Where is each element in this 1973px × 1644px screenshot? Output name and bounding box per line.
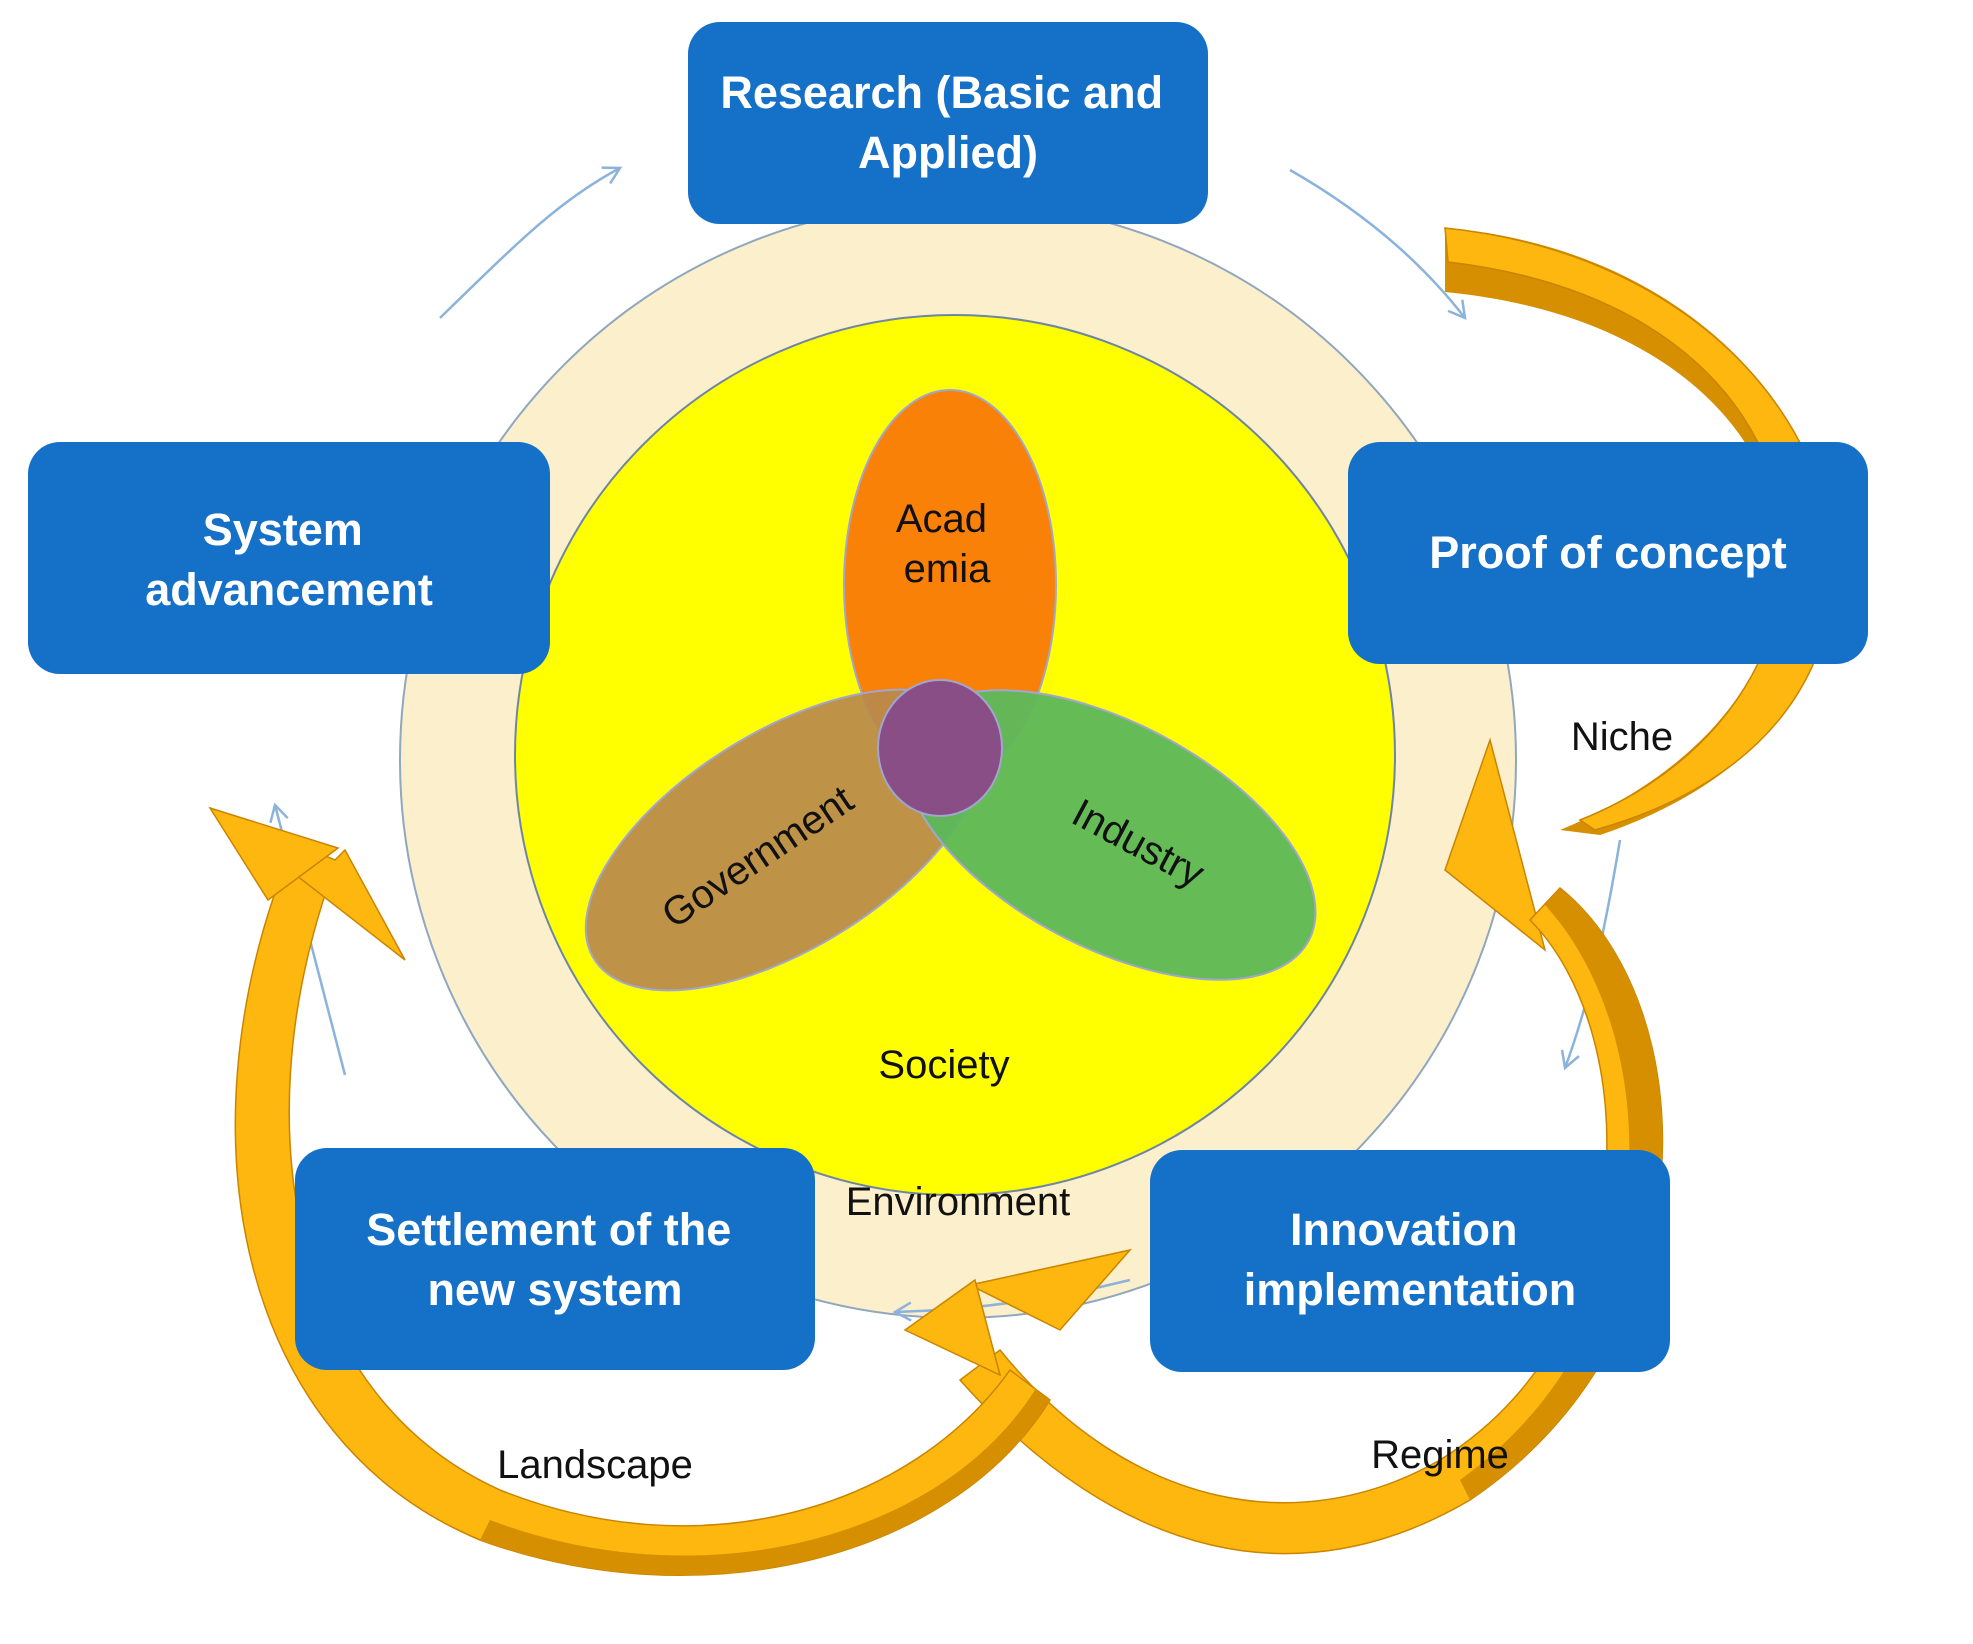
- svg-text:Settlement of the new sy: Settlement of the new system: [366, 1204, 744, 1315]
- research-box: Research (Basic and Applied): [688, 22, 1208, 224]
- svg-text:Proof of concept: Proof of concept: [1429, 527, 1787, 578]
- overlap-region: [877, 679, 1003, 817]
- svg-text:Research (Basic and Appl: Research (Basic and Applied): [720, 67, 1175, 178]
- settlement-box: Settlement of the new system: [295, 1148, 815, 1370]
- landscape-label: Landscape: [497, 1443, 693, 1487]
- environment-label: Environment: [846, 1180, 1071, 1224]
- regime-label: Regime: [1371, 1433, 1509, 1477]
- gold-arrow-niche-loop: [1444, 227, 1834, 952]
- svg-text:System advancement: System advancement: [145, 504, 433, 615]
- niche-label: Niche: [1571, 715, 1673, 759]
- academia-label: Acad emia: [896, 497, 998, 591]
- system-advancement-box: System advancement: [28, 442, 550, 674]
- society-label: Society: [878, 1043, 1009, 1087]
- innovation-implementation-box: Innovation implementation: [1150, 1150, 1670, 1372]
- thin-arrow-research-to-proof: [1289, 168, 1467, 321]
- thin-arrow-system-to-research: [439, 166, 623, 319]
- gold-arrow-landscape-loop: [208, 806, 1052, 1577]
- proof-of-concept-box: Proof of concept: [1348, 442, 1868, 664]
- svg-text:Innovation implementatio: Innovation implementation: [1244, 1204, 1577, 1315]
